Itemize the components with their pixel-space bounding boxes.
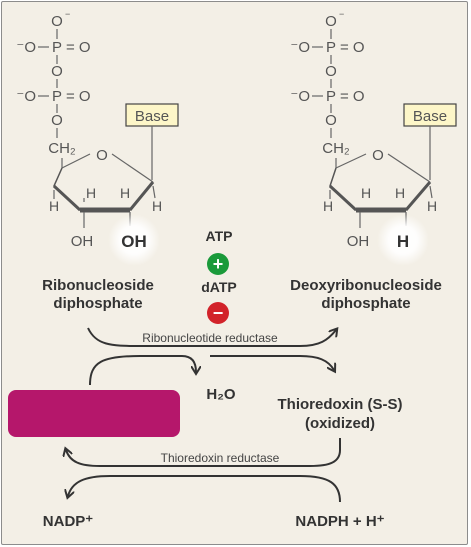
right-h-c2: H [395,185,405,201]
thioredoxin-reductase-label: Thioredoxin reductase [161,451,280,465]
left-h-c1: H [152,198,162,214]
water-label: H₂O [206,386,235,403]
right-3-oh: OH [347,233,370,250]
right-ch2: CH₂ [322,140,350,157]
thioredoxin-reductase-arrow [66,438,341,467]
left-phosphorus-top: P [52,39,62,56]
right-phosphorus-top: P [326,39,336,56]
left-ch2: CH₂ [48,140,76,157]
left-2-oh-highlight [108,214,160,266]
left-2-oh: OH [121,232,147,251]
left-minus-o-bottom: ⁻O [16,88,36,105]
left-h-c4: H [49,198,59,214]
right-h-c3: H [361,185,371,201]
right-h-c1: H [427,198,437,214]
thioredoxin-oxidation-arrow [210,355,334,370]
left-3-oh: OH [71,233,94,250]
right-phosphorus-bottom: P [326,88,336,105]
right-h-c4: H [323,198,333,214]
right-double-o-bottom: = O [340,88,365,105]
thioredoxin-label-line2: (oxidized) [305,415,375,432]
ribonucleotide-reductase-label: Ribonucleotide reductase [142,331,278,345]
ribonucleoside-label-line1: Ribonucleoside [42,277,154,294]
deoxy-label-line1: Deoxyribonucleoside [290,277,442,294]
right-ester-o: O [325,112,337,129]
redaction-box [8,390,180,437]
left-double-o-bottom: = O [66,88,91,105]
right-base-label: Base [413,108,447,125]
left-h-c2: H [120,185,130,201]
left-h-c3: H [86,185,96,201]
deoxyribonucleoside-diphosphate-structure: O − ⁻O P = O O ⁻O P = O O CH₂ Base [290,9,457,266]
left-double-o-top: = O [66,39,91,56]
left-minus-o-top: ⁻O [16,39,36,56]
left-base-label: Base [135,108,169,125]
right-bridge-o: O [325,63,337,80]
thioredoxin-label-line1: Thioredoxin (S-S) [278,396,403,413]
ribonucleoside-label-line2: diphosphate [53,295,142,312]
right-double-o-top: = O [340,39,365,56]
left-phosphorus-bottom: P [52,88,62,105]
nadph-label: NADPH + H⁺ [295,513,384,530]
right-ring-oxygen: O [372,147,384,164]
nadp-label: NADP⁺ [43,513,94,530]
left-bridge-o: O [51,63,63,80]
right-minus-o-bottom: ⁻O [290,88,310,105]
right-2-h-highlight [377,214,429,266]
left-o-minus-top: O [51,13,63,30]
left-ring-oxygen: O [96,147,108,164]
ribonucleoside-diphosphate-structure: O − ⁻O P = O O ⁻O P = O O CH₂ Base [16,9,179,266]
water-arrow [89,355,196,386]
deoxy-label-line2: diphosphate [321,295,410,312]
minus-icon [207,302,229,324]
plus-icon [207,253,229,275]
right-o-minus-charge: − [339,9,344,19]
datp-label: dATP [201,279,237,295]
left-o-minus-charge: − [65,9,70,19]
plus-sign: + [213,254,224,274]
nadph-arrow [68,475,341,503]
right-minus-o-top: ⁻O [290,39,310,56]
right-2-h: H [397,232,409,251]
minus-sign: − [213,303,224,323]
right-o-minus-top: O [325,13,337,30]
left-ester-o: O [51,112,63,129]
atp-label: ATP [206,228,233,244]
main-reaction-arrow [87,328,336,347]
